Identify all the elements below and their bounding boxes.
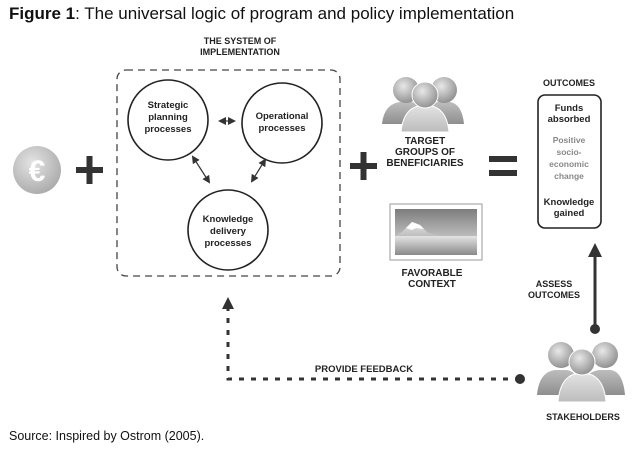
provide-feedback-arrow [226,306,520,381]
plus-icon [350,152,377,180]
node-strategic-line2: planning [148,112,188,123]
beneficiaries-label-line2: GROUPS OF [395,147,455,158]
people-group-icon [537,342,625,403]
euro-symbol: € [29,155,46,188]
node-knowledge-line3: processes [204,238,251,249]
arrow-strategic-knowledge [191,155,211,184]
feedback-arrowhead [222,297,234,309]
figure-number: Figure 1 [9,4,76,23]
feedback-arrow-origin-dot [515,374,525,384]
system-heading-line2: IMPLEMENTATION [200,47,280,57]
outcomes-box [537,94,602,229]
plus-icon [76,156,103,184]
landscape-picture-icon [389,203,483,261]
outcome-text: economic [549,159,589,169]
arrow-operational-knowledge [250,158,267,183]
outcome-text: Knowledge [544,197,595,208]
node-strategic-line3: processes [144,124,191,135]
outcome-socioeconomic-change: Positive socio- economic change [549,135,589,181]
outcome-text: Positive [553,135,586,145]
outcome-text: socio- [556,147,581,157]
stakeholders-label: STAKEHOLDERS [546,412,620,422]
outcome-text: absorbed [548,114,591,125]
outcome-text: change [554,171,584,181]
figure-caption: : The universal logic of program and pol… [75,4,515,23]
outcome-text: Funds [555,103,584,114]
system-boundary [116,69,341,277]
outcome-funds-absorbed: Funds absorbed [548,103,591,125]
assess-label-line1: ASSESS [536,279,573,289]
outcome-knowledge-gained: Knowledge gained [544,197,595,219]
outcomes-heading: OUTCOMES [543,78,595,88]
node-operational-line1: Operational [256,111,309,122]
people-group-icon [382,77,464,133]
assess-arrow-origin-dot [590,324,600,334]
context-label-line1: FAVORABLE [402,268,463,279]
beneficiaries-label-line3: BENEFICIARIES [386,158,464,169]
figure-title: Figure 1: The universal logic of program… [9,4,514,24]
feedback-label: PROVIDE FEEDBACK [315,364,413,375]
beneficiaries-label-line1: TARGET [405,136,445,147]
figure-source: Source: Inspired by Ostrom (2005). [9,429,205,443]
node-operational: Operational processes [241,82,323,164]
system-heading-line1: THE SYSTEM OF [204,36,277,46]
node-knowledge-line1: Knowledge [203,214,254,225]
euro-coin-icon: € [13,146,61,194]
equals-icon [489,156,517,176]
outcome-text: gained [554,208,585,219]
node-knowledge-delivery: Knowledge delivery processes [187,189,269,271]
node-operational-line2: processes [258,123,305,134]
node-strategic-planning: Strategic planning processes [127,79,209,161]
node-knowledge-line2: delivery [210,226,247,237]
assess-label-line2: OUTCOMES [528,290,580,300]
node-strategic-line1: Strategic [148,100,189,111]
context-label-line2: CONTEXT [408,279,456,290]
